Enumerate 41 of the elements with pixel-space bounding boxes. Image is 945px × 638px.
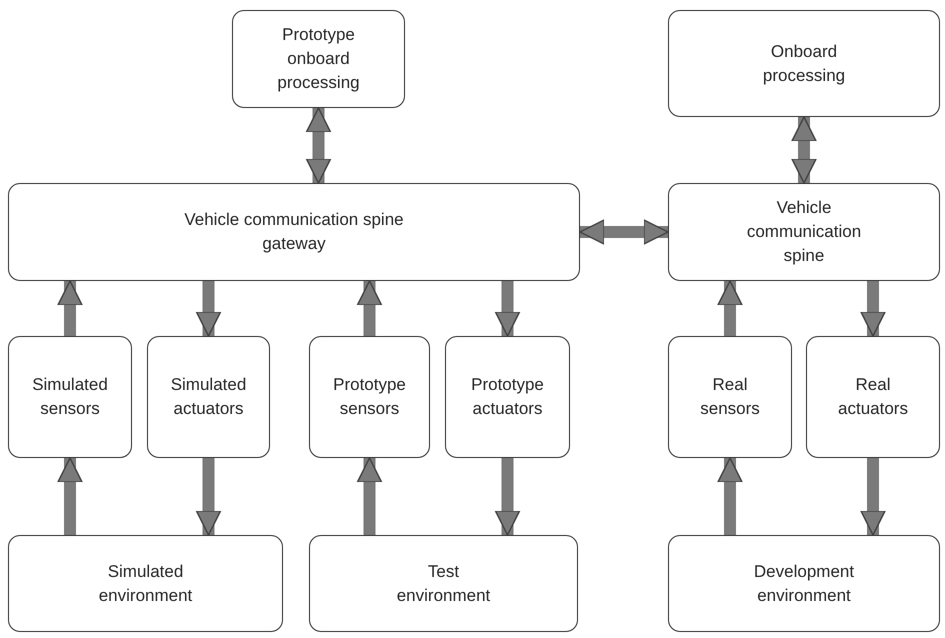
arrow xyxy=(860,458,886,536)
box-label: Simulated environment xyxy=(98,560,194,606)
process-box xyxy=(668,10,940,117)
process-box xyxy=(668,336,792,458)
process-box xyxy=(232,10,405,108)
box-label: Simulated sensors xyxy=(31,374,109,420)
box-label: Real sensors xyxy=(699,374,761,420)
arrow xyxy=(494,281,520,337)
box-label: Onboard processing xyxy=(762,40,846,86)
box-label: Vehicle communication spine gateway xyxy=(184,209,404,255)
process-box xyxy=(147,336,270,458)
arrow xyxy=(356,280,382,336)
arrow xyxy=(196,458,222,536)
process-box xyxy=(806,336,940,458)
arrow xyxy=(860,281,886,337)
box-label: Prototype onboard processing xyxy=(276,24,361,94)
box-label: Simulated actuators xyxy=(170,374,248,420)
box-label: Prototype actuators xyxy=(470,374,545,420)
arrow xyxy=(579,219,669,245)
arrow xyxy=(356,457,382,535)
box-label: Development environment xyxy=(752,560,856,606)
process-box xyxy=(668,535,940,632)
arrow xyxy=(494,458,520,536)
process-box xyxy=(309,336,430,458)
box-label: Real actuators xyxy=(837,374,909,420)
box-label: Vehicle communication spine xyxy=(746,197,862,267)
process-box xyxy=(668,183,940,281)
box-label: Prototype sensors xyxy=(332,374,407,420)
process-box xyxy=(8,336,132,458)
arrow xyxy=(717,280,743,336)
process-box xyxy=(445,336,570,458)
arrow xyxy=(717,457,743,535)
arrow xyxy=(57,457,83,535)
arrow xyxy=(57,280,83,336)
arrow xyxy=(791,116,817,184)
arrow xyxy=(196,281,222,337)
process-box xyxy=(8,535,283,632)
box-label: Test environment xyxy=(396,560,492,606)
process-box xyxy=(8,183,580,281)
process-box xyxy=(309,535,578,632)
arrow xyxy=(306,107,332,184)
